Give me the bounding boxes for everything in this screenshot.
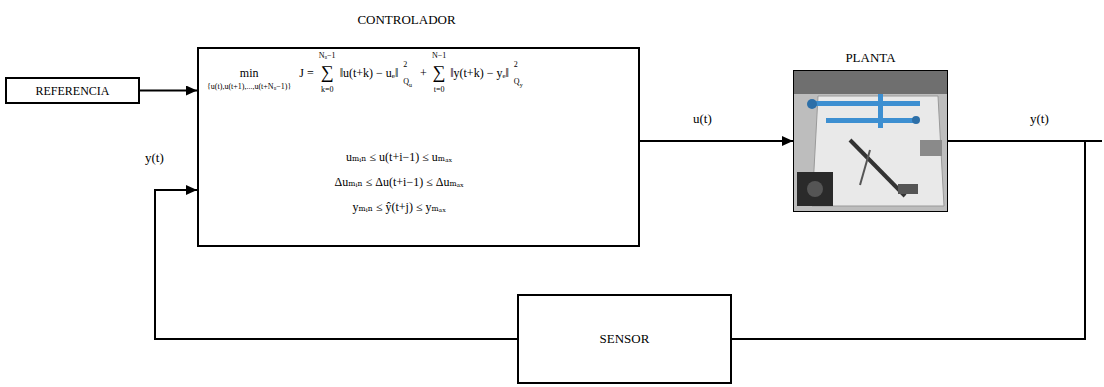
formula-term: ∑ (433, 61, 446, 83)
formula-term: min (240, 66, 259, 80)
formula-term: y (520, 82, 523, 89)
formula-term: 2 (403, 60, 407, 70)
formula-term: J = (299, 66, 313, 80)
constraint-line: uₘᵢₙ ≤ u(t+i−1) ≤ uₘₐₓ (346, 150, 452, 164)
signal-label: u(t) (693, 111, 712, 127)
box-heading: CONTROLADOR (357, 12, 455, 28)
formula-term: Nᵤ−1 (319, 51, 336, 61)
constraint-line: yₘᵢₙ ≤ ŷ(t+j) ≤ yₘₐₓ (352, 200, 445, 214)
formula-term: 2 (514, 60, 518, 70)
block-box: REFERENCIA (5, 77, 140, 104)
formula-term: N−1 (432, 51, 446, 61)
constraint-line: Δuₘᵢₙ ≤ Δu(t+i−1) ≤ Δuₘₐₓ (334, 175, 463, 189)
formula-term: Q (403, 77, 409, 87)
signal-label: y(t) (1030, 111, 1049, 127)
formula-term: + (420, 66, 427, 80)
block-label: SENSOR (600, 331, 650, 347)
block-box: SENSOR (517, 294, 732, 384)
formula-term: ∑ (321, 61, 334, 83)
signal-connector (140, 90, 197, 92)
block-label: REFERENCIA (35, 84, 109, 98)
formula-term: {u(t),u(t+1),...,u(t+Nᵤ−1)} (207, 82, 291, 92)
formula-term: k=0 (321, 85, 334, 95)
signal-connector (640, 140, 793, 142)
output-stub (1085, 140, 1102, 142)
formula-term: Q (514, 77, 520, 87)
controller-box: CONTROLADORmin{u(t),u(t+1),...,u(t+Nᵤ−1)… (197, 47, 640, 247)
formula-term: ‖u(t+k) − uₑ‖ (340, 66, 399, 80)
formula-term: ‖y(t+k) − yₑ‖ (450, 66, 509, 80)
plant-box: PLANTA (793, 70, 948, 212)
formula-term: u (409, 82, 412, 89)
box-heading: PLANTA (845, 50, 895, 66)
signal-label: y(t) (145, 150, 164, 166)
formula-term: t=0 (434, 85, 445, 95)
